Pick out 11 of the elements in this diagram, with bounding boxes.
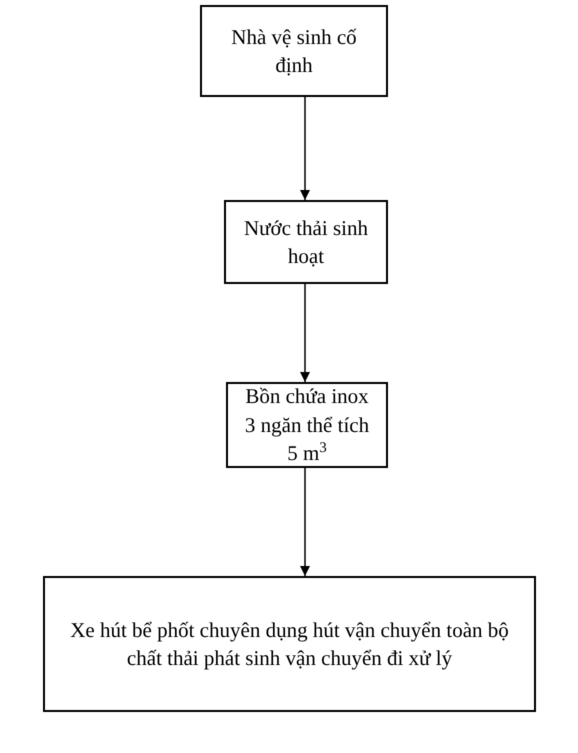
arrow: [300, 97, 310, 200]
process-box: [200, 5, 388, 97]
box-text: Nhà vệ sinh cố định: [230, 24, 358, 79]
process-box: [43, 576, 536, 712]
process-box: [224, 200, 388, 284]
arrow: [300, 284, 310, 382]
box-text: Xe hút bể phốt chuyên dụng hút vận chuyển toàn bộ chất thải phát sinh vận chuyển đi xử lý: [69, 616, 510, 672]
arrow: [300, 468, 310, 576]
process-box: [226, 382, 388, 468]
box-text: Bồn chứa inox 3 ngăn thể tích 5 m$^{3}$: [244, 383, 370, 468]
box-text: Nước thải sinh hoạt: [243, 214, 369, 270]
